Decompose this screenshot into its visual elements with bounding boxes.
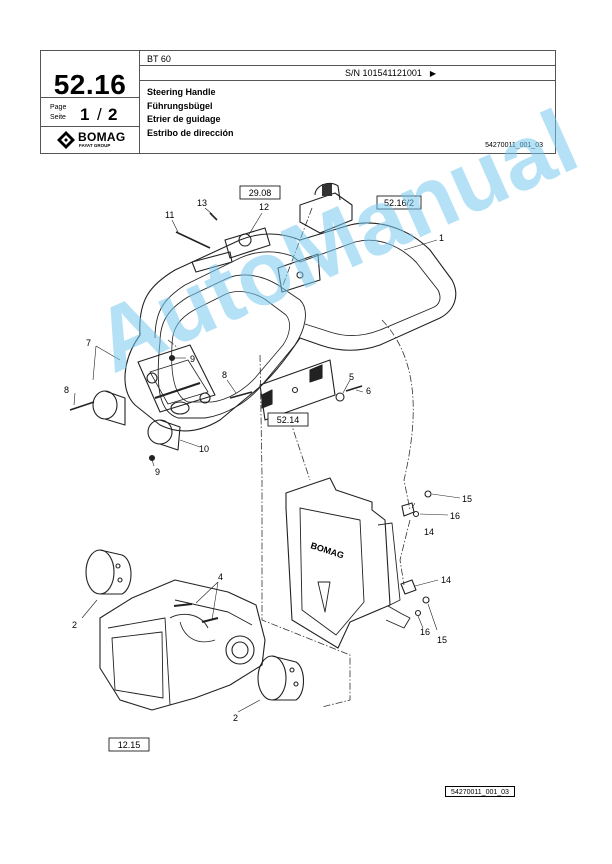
ref-box-29-08 bbox=[239, 185, 281, 200]
logo-subtext: FAYAT GROUP bbox=[79, 143, 111, 148]
callout-4: 4 bbox=[218, 572, 223, 582]
header-divider bbox=[41, 97, 139, 98]
callout-14: 14 bbox=[424, 527, 434, 537]
callout-14: 14 bbox=[441, 575, 451, 585]
callout-10: 10 bbox=[199, 444, 209, 454]
page-code: 52.16 bbox=[53, 69, 127, 100]
header-divider bbox=[139, 65, 555, 66]
title-fr: Etrier de guidage bbox=[147, 114, 221, 124]
callout-8: 8 bbox=[64, 385, 69, 395]
callout-16: 16 bbox=[420, 627, 430, 637]
header-divider bbox=[139, 51, 140, 153]
header-table: BT 60 S/N 101541121001 ▶ 52.16 Page Seite… bbox=[40, 50, 556, 154]
title-en: Steering Handle bbox=[147, 87, 216, 97]
doc-reference: 54270011_001_03 bbox=[485, 142, 543, 149]
ref-box-52-16-2 bbox=[376, 195, 422, 210]
page-current: 1 bbox=[80, 105, 90, 124]
logo-text: BOMAG bbox=[78, 130, 126, 144]
page-label-en: Page bbox=[50, 104, 67, 111]
ref-box-label: 29.08 bbox=[249, 188, 272, 198]
decal-text: BOMAG bbox=[309, 540, 345, 560]
callout-13: 13 bbox=[197, 198, 207, 208]
callout-7: 7 bbox=[86, 338, 91, 348]
ref-box-label: 12.15 bbox=[118, 740, 141, 750]
callout-2: 2 bbox=[72, 620, 77, 630]
serial-number: S/N 101541121001 ▶ bbox=[345, 68, 436, 78]
ref-box-label: 52.14 bbox=[277, 415, 300, 425]
page-total: 2 bbox=[108, 105, 118, 124]
page-label-de: Seite bbox=[50, 114, 66, 121]
callout-15: 15 bbox=[462, 494, 472, 504]
callout-11: 11 bbox=[165, 210, 174, 220]
callout-8: 8 bbox=[222, 370, 227, 380]
callout-1: 1 bbox=[439, 233, 444, 243]
footer-doc-reference: 54270011_001_03 bbox=[445, 786, 515, 797]
callout-6: 6 bbox=[366, 386, 371, 396]
callout-2: 2 bbox=[233, 713, 238, 723]
header-divider bbox=[41, 126, 139, 127]
ref-box-12-15 bbox=[108, 737, 150, 752]
callout-9: 9 bbox=[190, 354, 195, 364]
title-de: Führungsbügel bbox=[147, 100, 213, 111]
play-arrow-icon: ▶ bbox=[429, 69, 437, 78]
ref-box-label: 52.16/2 bbox=[384, 198, 414, 208]
callout-16: 16 bbox=[450, 511, 460, 521]
callout-15: 15 bbox=[437, 635, 447, 645]
model-name: BT 60 bbox=[147, 54, 171, 64]
title-list: Steering Handle Führungsbügel Etrier de … bbox=[147, 87, 234, 141]
callout-12: 12 bbox=[259, 202, 269, 212]
bomag-logo-icon bbox=[57, 131, 75, 149]
callout-5: 5 bbox=[349, 372, 354, 382]
page-separator: / bbox=[97, 105, 102, 124]
callout-9: 9 bbox=[155, 467, 160, 477]
ref-box-52-14 bbox=[267, 412, 309, 427]
handle-frame bbox=[124, 222, 457, 432]
header-divider bbox=[139, 80, 555, 81]
title-es: Estribo de dirección bbox=[147, 127, 234, 138]
bomag-logo: BOMAG FAYAT GROUP bbox=[56, 130, 136, 150]
serial-text: S/N 101541121001 bbox=[345, 68, 422, 78]
